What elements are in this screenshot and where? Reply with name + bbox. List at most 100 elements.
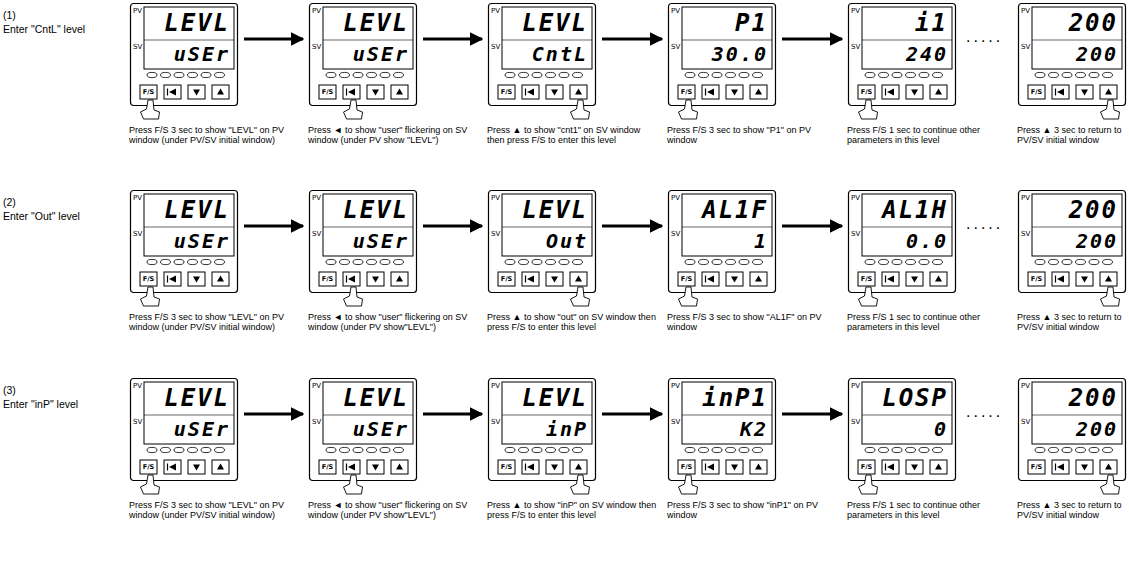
flow-arrow (602, 38, 662, 41)
step-caption: Press ▲ 3 sec to return to PV/SV initial… (1017, 500, 1124, 521)
flow-arrow (423, 38, 482, 41)
pv-label: PV (671, 7, 680, 15)
finger-icon (344, 100, 363, 119)
sv-display: 200 (1076, 41, 1118, 68)
step-caption: Press ◄ to show "user" flickering on SV … (308, 312, 480, 333)
pv-display: LEVL (164, 8, 230, 38)
sv-label: SV (671, 43, 680, 51)
step-caption: Press ▲ to show "cnt1" on SV window then… (487, 125, 659, 146)
step-caption: Press ▲ 3 sec to return to PV/SV initial… (1017, 125, 1124, 146)
controller-panel: i1240PVSVF/SPress F/S 1 sec to continue … (848, 3, 956, 123)
fs-key-label: F/S (140, 88, 157, 96)
step-caption: Press ▲ to show "inP" on SV window then … (487, 500, 659, 521)
step-caption: Press ▲ to show "out" on SV window then … (487, 312, 659, 333)
pv-display: LEVL (343, 8, 409, 38)
row-number: (1) (3, 9, 16, 22)
controller-panel: AL1H0.0PVSVF/SPress F/S 1 sec to continu… (848, 190, 956, 310)
finger-icon (1101, 100, 1120, 119)
controller-panel: LEVLuSErPVSVF/SPress ◄ to show "user" fl… (309, 3, 417, 123)
fs-key-label: F/S (319, 463, 336, 471)
fs-key-label: F/S (1028, 88, 1045, 96)
sv-display: 1 (754, 228, 768, 255)
row-title: Enter "CntL" level (3, 23, 85, 36)
sv-display: 200 (1076, 228, 1118, 255)
pv-label: PV (133, 194, 142, 202)
step-caption: Press F/S 3 sec to show "LEVL" on PV win… (129, 312, 301, 333)
sv-label: SV (133, 418, 142, 426)
fs-key-label: F/S (498, 275, 515, 283)
pv-label: PV (491, 7, 500, 15)
pv-label: PV (1021, 194, 1030, 202)
step-caption: Press F/S 3 sec to show "inP1" on PV win… (667, 500, 839, 521)
controller-panel: LEVLuSErPVSVF/SPress ◄ to show "user" fl… (309, 378, 417, 498)
flow-arrow (244, 225, 303, 228)
sv-display: uSEr (353, 416, 409, 443)
fs-key-label: F/S (858, 88, 875, 96)
step-caption: Press F/S 1 sec to continue other parame… (847, 500, 1019, 521)
step-caption: Press ◄ to show "user" flickering on SV … (308, 500, 480, 521)
flow-arrow (244, 38, 303, 41)
finger-icon (344, 287, 363, 306)
pv-label: PV (312, 194, 321, 202)
pv-display: 200 (1069, 383, 1118, 413)
sv-display: uSEr (174, 41, 230, 68)
flow-arrow (423, 225, 482, 228)
pv-label: PV (491, 194, 500, 202)
controller-panel: LEVLCntLPVSVF/SPress ▲ to show "cnt1" on… (488, 3, 596, 123)
step-caption: Press F/S 3 sec to show "LEVL" on PV win… (129, 125, 301, 146)
pv-display: 200 (1069, 195, 1118, 225)
flow-arrow (423, 413, 482, 416)
step-caption: Press F/S 1 sec to continue other parame… (847, 312, 1019, 333)
sv-label: SV (851, 43, 860, 51)
controller-panel: LEVLinPPVSVF/SPress ▲ to show "inP" on S… (488, 378, 596, 498)
pv-display: LEVL (522, 383, 588, 413)
sv-display: K2 (740, 416, 768, 443)
pv-display: 200 (1069, 8, 1118, 38)
pv-label: PV (671, 194, 680, 202)
sv-label: SV (491, 418, 500, 426)
fs-key-label: F/S (858, 275, 875, 283)
sv-label: SV (851, 418, 860, 426)
pv-label: PV (312, 7, 321, 15)
step-caption: Press ▲ 3 sec to return to PV/SV initial… (1017, 312, 1124, 333)
continuation-dots: ..... (966, 27, 1003, 46)
pv-display: LOSP (882, 383, 948, 413)
step-caption: Press F/S 1 sec to continue other parame… (847, 125, 1019, 146)
sv-display: 30.0 (712, 41, 768, 68)
pv-label: PV (1021, 382, 1030, 390)
sv-display: uSEr (174, 416, 230, 443)
fs-key-label: F/S (319, 88, 336, 96)
finger-icon (859, 475, 878, 494)
controller-panel: LEVLOutPVSVF/SPress ▲ to show "out" on S… (488, 190, 596, 310)
pv-label: PV (851, 194, 860, 202)
flow-arrow (782, 413, 842, 416)
finger-icon (141, 100, 160, 119)
sv-label: SV (491, 230, 500, 238)
controller-panel: LEVLuSErPVSVF/SPress F/S 3 sec to show "… (130, 190, 238, 310)
flow-arrow (602, 413, 662, 416)
sv-label: SV (671, 418, 680, 426)
pv-label: PV (312, 382, 321, 390)
pv-display: P1 (735, 8, 768, 38)
pv-display: inP1 (702, 383, 768, 413)
pv-label: PV (851, 7, 860, 15)
pv-label: PV (133, 7, 142, 15)
finger-icon (679, 100, 698, 119)
pv-label: PV (491, 382, 500, 390)
finger-icon (1101, 287, 1120, 306)
pv-display: i1 (915, 8, 948, 38)
pv-label: PV (851, 382, 860, 390)
fs-key-label: F/S (498, 463, 515, 471)
flow-arrow (782, 225, 842, 228)
pv-display: LEVL (164, 383, 230, 413)
controller-panel: 200200PVSVF/SPress ▲ 3 sec to return to … (1018, 3, 1126, 123)
flow-arrow (602, 225, 662, 228)
flow-arrow (782, 38, 842, 41)
step-caption: Press F/S 3 sec to show "LEVL" on PV win… (129, 500, 301, 521)
fs-key-label: F/S (140, 275, 157, 283)
row-number: (3) (3, 384, 16, 397)
fs-key-label: F/S (678, 275, 695, 283)
pv-display: LEVL (522, 8, 588, 38)
controller-panel: P130.0PVSVF/SPress F/S 3 sec to show "P1… (668, 3, 776, 123)
